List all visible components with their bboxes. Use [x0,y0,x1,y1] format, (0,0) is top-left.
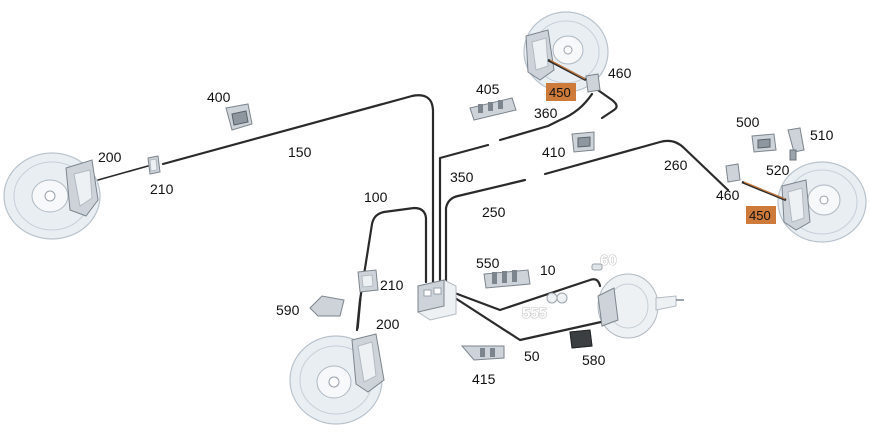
clip-550 [483,269,531,289]
label-400: 400 [207,89,231,105]
label-450-right: 450 [749,208,771,223]
label-510: 510 [810,127,834,143]
highlight-box-450-top [546,83,576,101]
disc-front-right [289,333,385,425]
label-210-mid: 210 [380,277,404,293]
bracket-460-top [585,73,601,93]
label-590: 590 [276,302,300,318]
label-260: 260 [664,157,688,173]
hydraulic-unit [417,279,457,321]
label-210-left: 210 [150,181,174,197]
disc-front-left [3,152,101,240]
label-250: 250 [482,204,506,220]
disc-top-right [523,11,609,93]
label-60: 60 [600,252,617,269]
disc-rear-right [777,161,867,243]
pipe-100 [355,206,428,332]
label-200-left: 200 [98,149,122,165]
pipe-260 [543,139,730,192]
clip-strip-405 [469,97,517,121]
hose-200-left [97,165,149,181]
brake-booster [597,273,684,339]
shield-590 [309,295,345,317]
label-360: 360 [534,105,558,121]
label-200-mid: 200 [376,316,400,332]
holder-400 [225,103,253,131]
pipe-360 [498,92,594,142]
bolt-520 [789,149,797,161]
hose-450-right [741,180,787,202]
label-410: 410 [542,144,566,160]
label-350: 350 [450,169,474,185]
label-580: 580 [582,352,606,368]
pipe-460-top-link [593,86,618,120]
part-labels: 200 210 400 150 405 350 360 410 450 460 … [98,65,834,387]
label-555: 555 [522,305,547,322]
bracket-415 [460,345,505,361]
label-405: 405 [476,81,500,97]
label-50: 50 [524,348,540,364]
bracket-510 [787,127,805,153]
highlight-box-450-right [746,206,776,224]
label-460-right: 460 [716,187,740,203]
clips-555 [546,292,568,304]
label-500: 500 [736,114,760,130]
label-460-top: 460 [608,65,632,81]
block-580 [569,329,593,349]
label-10: 10 [540,262,556,278]
bracket-500 [751,133,777,153]
pipe-50 [450,294,612,342]
hose-450-top [547,58,587,82]
label-550: 550 [476,255,500,271]
label-415: 415 [472,371,496,387]
pipe-350 [438,143,490,284]
label-150: 150 [288,144,312,160]
bracket-410 [571,131,595,153]
label-520: 520 [766,162,790,178]
label-450-top: 450 [549,85,571,100]
bracket-210-left [147,155,161,175]
pipe-150 [161,94,435,284]
pipe-10 [450,278,602,312]
nut-60 [591,263,603,271]
label-100: 100 [364,189,388,205]
bracket-460-right [725,163,741,183]
pipe-250 [444,178,527,284]
bracket-210-mid [357,269,379,293]
